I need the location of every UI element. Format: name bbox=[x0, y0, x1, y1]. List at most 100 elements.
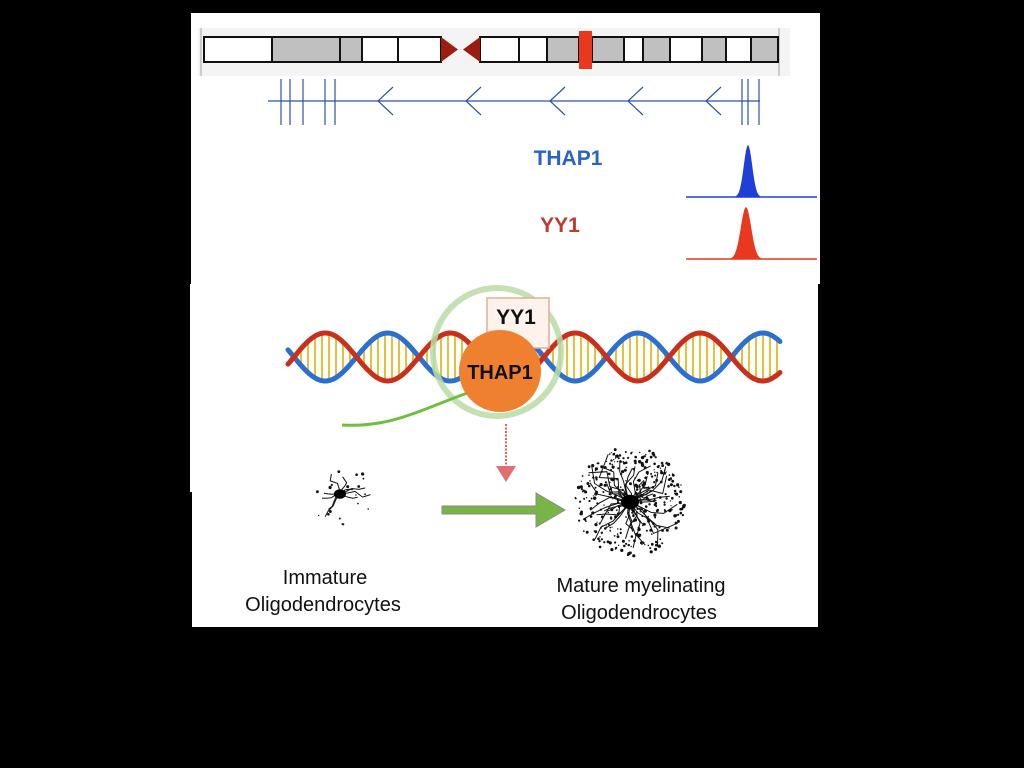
mature-label-line1: Mature myelinating bbox=[557, 575, 726, 597]
myelin-dot bbox=[610, 508, 614, 512]
myelin-dot bbox=[609, 530, 612, 532]
myelin-dot bbox=[649, 455, 653, 459]
myelin-dot bbox=[639, 541, 643, 545]
myelin-dot bbox=[655, 505, 658, 508]
myelin-dot bbox=[632, 554, 636, 558]
myelin-dot bbox=[671, 473, 675, 477]
regulation-arrow-head bbox=[496, 466, 516, 482]
myelin-dot bbox=[579, 500, 582, 503]
myelin-dot bbox=[650, 475, 654, 478]
myelin-dot bbox=[637, 534, 641, 538]
myelin-dot bbox=[579, 485, 583, 489]
myelin-dot bbox=[596, 502, 599, 505]
myelin-dot bbox=[607, 473, 609, 475]
myelin-dot bbox=[670, 505, 672, 507]
myelin-dot bbox=[641, 496, 644, 498]
myelin-dot bbox=[597, 462, 600, 465]
myelin-dot bbox=[658, 464, 660, 467]
chromosome-band bbox=[518, 36, 548, 63]
myelin-dot bbox=[642, 483, 644, 486]
myelin-dot bbox=[671, 496, 674, 500]
myelin-dot bbox=[596, 521, 598, 523]
myelin-dot bbox=[643, 509, 646, 512]
myelin-dot bbox=[589, 480, 591, 482]
myelin-dot bbox=[638, 508, 641, 510]
myelin-dot bbox=[632, 468, 635, 471]
myelin-dot bbox=[641, 455, 645, 460]
myelin-dot bbox=[580, 488, 584, 491]
myelin-dot bbox=[613, 535, 616, 537]
myelin-dot bbox=[645, 529, 648, 532]
myelin-dot bbox=[676, 483, 680, 487]
myelin-dot bbox=[661, 542, 664, 545]
myelin-dot bbox=[599, 536, 601, 538]
myelin-dot bbox=[328, 485, 332, 490]
myelin-dot bbox=[612, 453, 615, 456]
myelin-dot bbox=[658, 496, 662, 499]
chromosome-band bbox=[701, 36, 727, 63]
myelin-dot bbox=[615, 454, 619, 458]
myelin-dot bbox=[650, 542, 654, 546]
myelin-dot bbox=[613, 495, 617, 499]
myelin-dot bbox=[659, 538, 662, 541]
thap1-protein bbox=[459, 330, 541, 412]
myelin-dot bbox=[609, 491, 611, 494]
myelin-dot bbox=[663, 469, 666, 472]
myelin-dot bbox=[653, 481, 656, 484]
myelin-dot bbox=[629, 482, 632, 486]
myelin-dot bbox=[653, 462, 656, 466]
myelin-dot bbox=[619, 486, 622, 488]
myelin-dot bbox=[639, 494, 643, 497]
myelin-dot bbox=[583, 517, 587, 521]
myelin-dot bbox=[649, 547, 652, 550]
myelin-dot bbox=[664, 493, 667, 496]
myelin-dot bbox=[612, 498, 614, 500]
myelin-dot bbox=[617, 505, 621, 509]
myelin-dot bbox=[614, 461, 616, 463]
myelin-dot bbox=[591, 511, 595, 515]
myelin-dot bbox=[603, 541, 606, 544]
myelin-dot bbox=[600, 538, 604, 541]
myelin-dot bbox=[616, 501, 620, 504]
myelin-dot bbox=[579, 512, 583, 516]
myelin-dot bbox=[604, 481, 608, 484]
myelin-dot bbox=[634, 455, 637, 459]
myelin-dot bbox=[668, 474, 671, 476]
myelin-dot bbox=[647, 519, 651, 523]
myelin-dot bbox=[593, 496, 597, 500]
myelin-dot bbox=[598, 545, 602, 549]
myelin-dot bbox=[606, 457, 608, 459]
myelin-dot bbox=[611, 526, 613, 528]
myelin-dot bbox=[613, 448, 617, 452]
myelin-dot bbox=[346, 485, 350, 489]
myelin-dot bbox=[614, 548, 617, 550]
myelin-dot bbox=[676, 519, 680, 523]
myelin-dot bbox=[585, 497, 588, 499]
myelin-dot bbox=[606, 460, 608, 463]
chromosome-band bbox=[623, 36, 644, 63]
myelin-dot bbox=[617, 528, 619, 530]
myelin-dot bbox=[673, 484, 676, 488]
myelin-dot bbox=[590, 497, 593, 500]
myelin-dot bbox=[616, 535, 620, 539]
myelin-dot bbox=[678, 496, 681, 498]
myelin-dot bbox=[626, 553, 630, 557]
myelin-dot bbox=[665, 497, 668, 500]
myelin-dot bbox=[617, 467, 620, 470]
myelin-dot bbox=[680, 484, 682, 486]
myelin-dot bbox=[643, 497, 645, 499]
myelin-dot bbox=[682, 503, 686, 507]
myelin-dot bbox=[616, 533, 619, 535]
myelin-dot bbox=[623, 468, 627, 472]
myelin-dot bbox=[620, 473, 623, 476]
myelin-dot bbox=[621, 470, 625, 474]
cell-process bbox=[594, 501, 631, 540]
myelin-dot bbox=[618, 491, 621, 494]
chromosome-bands bbox=[203, 36, 779, 63]
myelin-dot bbox=[653, 503, 657, 507]
myelin-dot bbox=[670, 508, 673, 511]
myelin-dot bbox=[586, 482, 590, 485]
myelin-dot bbox=[600, 515, 604, 519]
myelin-dot bbox=[608, 493, 611, 496]
